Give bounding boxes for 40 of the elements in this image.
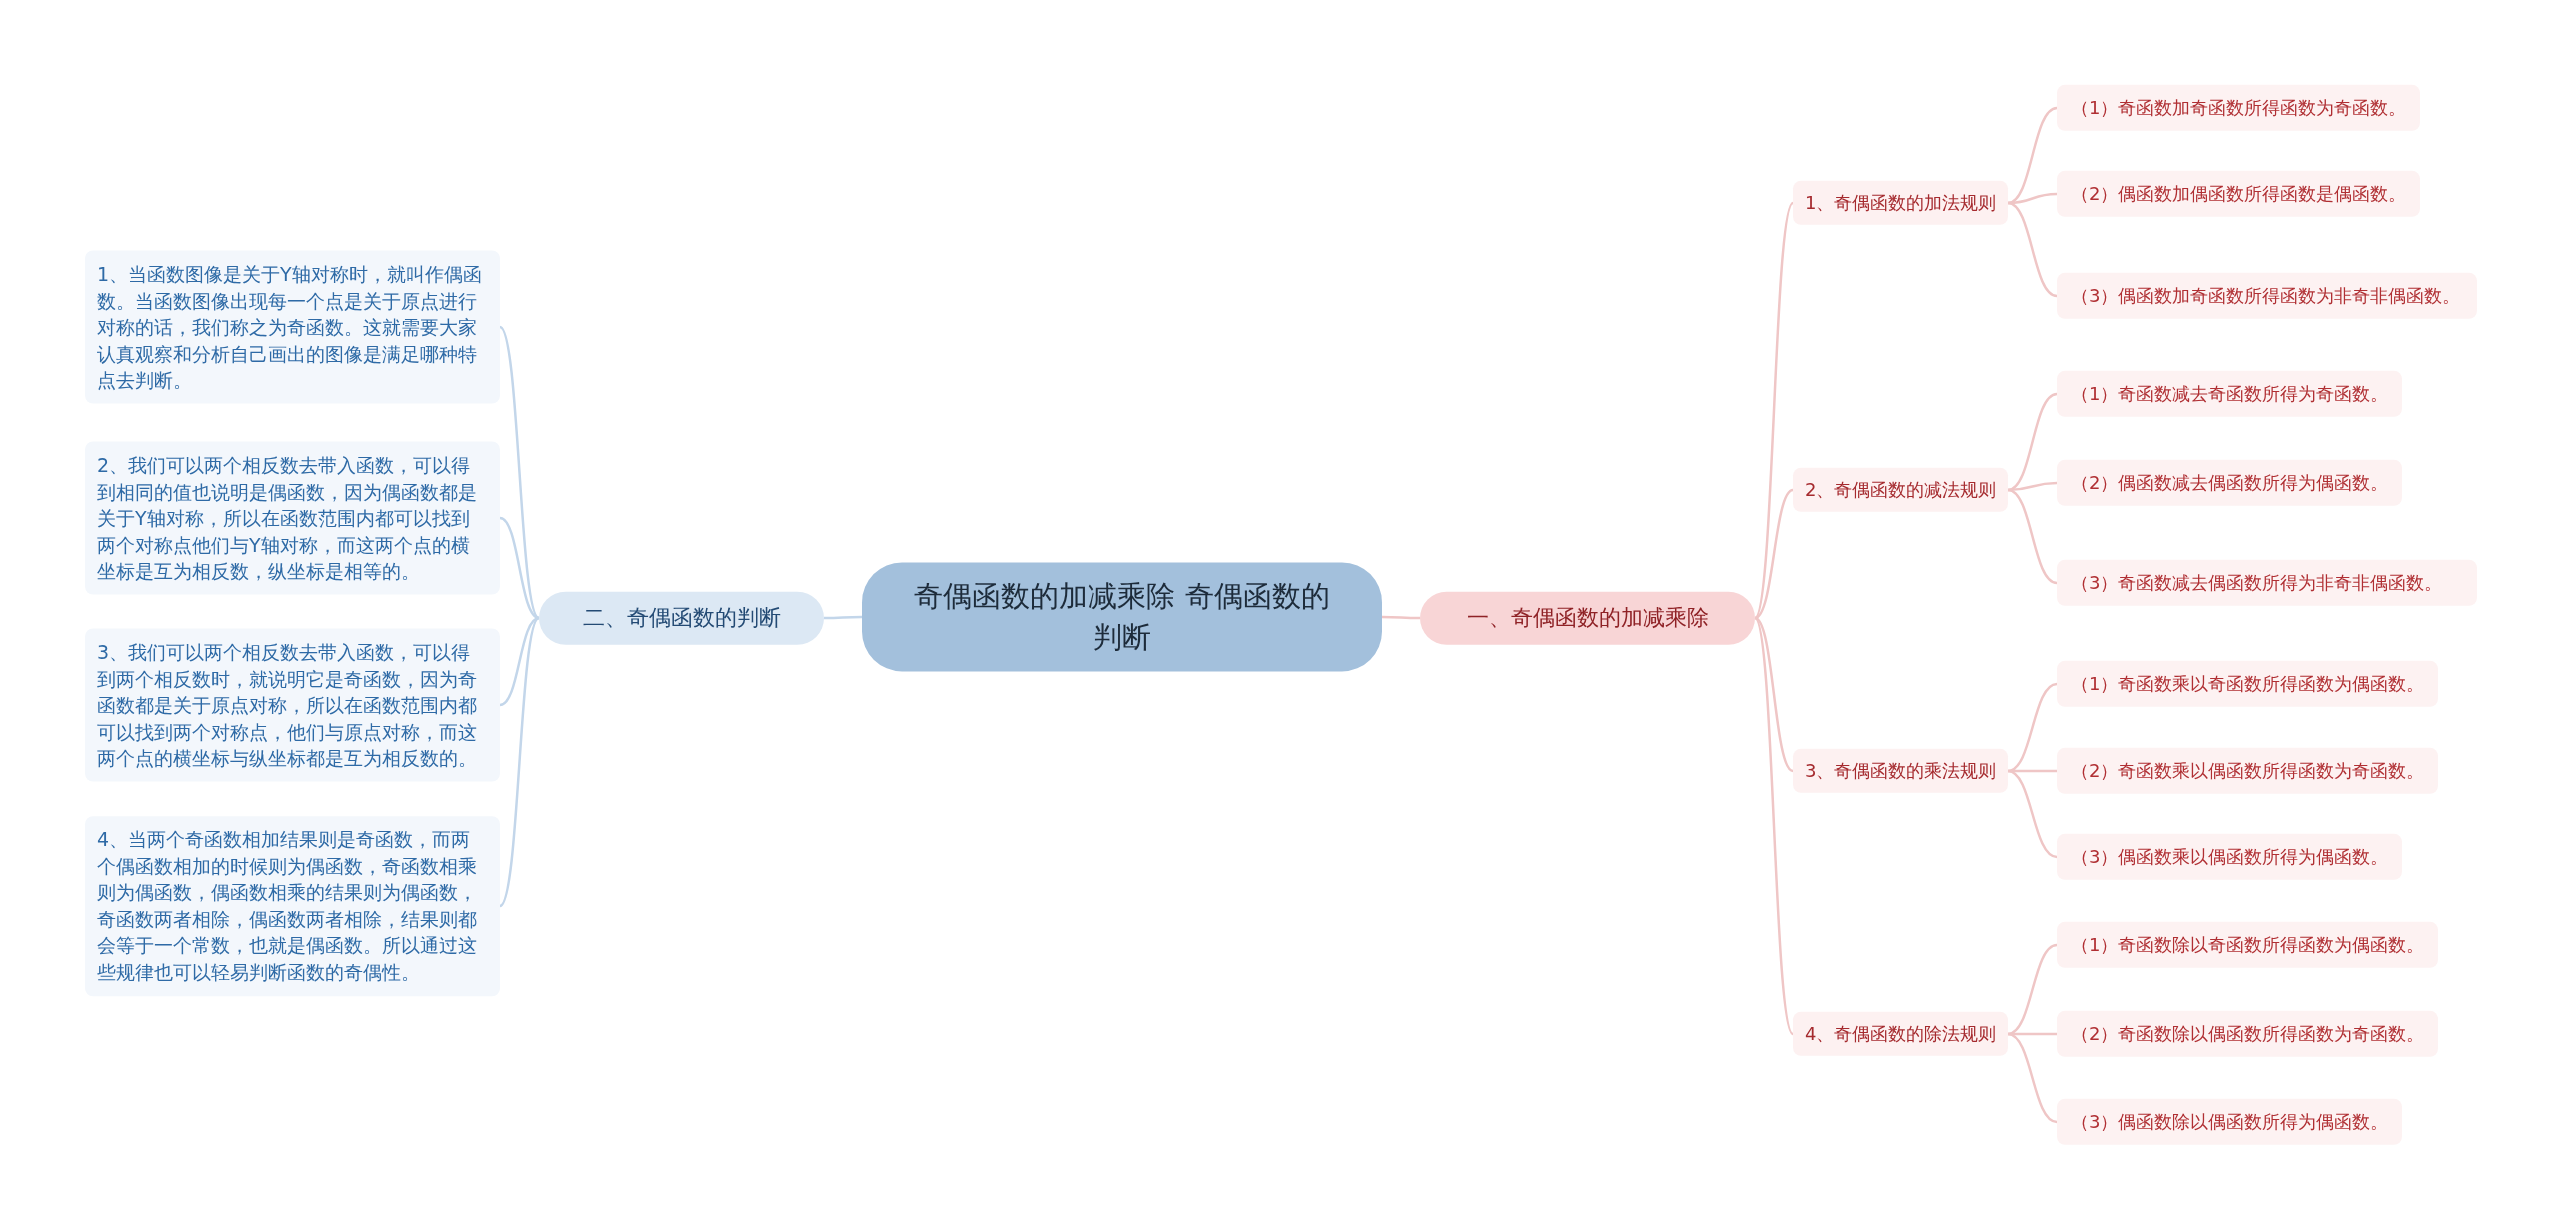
connector-line <box>824 615 862 620</box>
note-box: 2、我们可以两个相反数去带入函数，可以得到相同的值也说明是偶函数，因为偶函数都是关于Y轴对称，所以在函数范围内都可以找到两个对称点他们与Y轴对称，而这两个点的横坐标是互为相反数，纵坐标是相等的。 <box>85 441 500 595</box>
connector-line <box>2007 682 2058 773</box>
note-box: （2）奇函数除以偶函数所得函数为奇函数。 <box>2057 1010 2439 1058</box>
note-box: （2）偶函数加偶函数所得函数是偶函数。 <box>2057 170 2421 218</box>
note-box: （3）偶函数乘以偶函数所得为偶函数。 <box>2057 833 2403 881</box>
note-box: 4、当两个奇函数相加结果则是奇函数，而两个偶函数相加的时候则为偶函数，奇函数相乘则为偶函数，偶函数相乘的结果则为偶函数，奇函数两者相除，偶函数两者相除，结果则都会等于一个常数，也就是偶函数。所以通过这些规律也可以轻易判断函数的奇偶性。 <box>85 816 500 996</box>
connector-line <box>499 516 540 620</box>
note-box: 1、当函数图像是关于Y轴对称时，就叫作偶函数。当函数图像出现每一个点是关于原点进行对称的话，我们称之为奇函数。这就需要大家认真观察和分析自己画出的图像是满足哪种特点去判断。 <box>85 250 500 404</box>
connector-line <box>1754 488 1794 620</box>
note-box: （1）奇函数除以奇函数所得函数为偶函数。 <box>2057 921 2439 969</box>
branch-topic: 一、奇偶函数的加减乘除 <box>1420 591 1755 645</box>
connector-line <box>1753 617 1795 1035</box>
subtopic-box: 1、奇偶函数的加法规则 <box>1793 180 2009 226</box>
note-box: （3）偶函数除以偶函数所得为偶函数。 <box>2057 1098 2403 1146</box>
note-box: （3）偶函数加奇函数所得函数为非奇非偶函数。 <box>2057 272 2477 320</box>
connector-line <box>2007 392 2058 492</box>
note-box: （2）奇函数乘以偶函数所得函数为奇函数。 <box>2057 747 2439 795</box>
connector-line <box>499 617 540 907</box>
connector-line <box>2007 1032 2058 1124</box>
central-topic: 奇偶函数的加减乘除 奇偶函数的判断 <box>862 562 1382 672</box>
note-box: （1）奇函数乘以奇函数所得函数为偶函数。 <box>2057 660 2439 708</box>
subtopic-box: 4、奇偶函数的除法规则 <box>1793 1011 2009 1057</box>
connector-line <box>2007 943 2058 1036</box>
connector-line <box>499 326 540 619</box>
note-box: （1）奇函数减去奇函数所得为奇函数。 <box>2057 370 2403 418</box>
note-box: （1）奇函数加奇函数所得函数为奇函数。 <box>2057 84 2421 132</box>
branch-topic: 二、奇偶函数的判断 <box>539 591 824 645</box>
connector-line <box>1754 616 1794 773</box>
connector-line <box>2007 488 2058 585</box>
note-box: （3）奇函数减去偶函数所得为非奇非偶函数。 <box>2057 559 2477 607</box>
connector-line <box>1753 202 1795 619</box>
subtopic-box: 3、奇偶函数的乘法规则 <box>1793 748 2009 794</box>
note-box: （2）偶函数减去偶函数所得为偶函数。 <box>2057 459 2403 507</box>
connector-line <box>2007 106 2058 205</box>
subtopic-box: 2、奇偶函数的减法规则 <box>1793 467 2009 513</box>
connector-line <box>2007 201 2058 298</box>
connector-line <box>1382 615 1420 620</box>
connector-line <box>2007 769 2058 859</box>
note-box: 3、我们可以两个相反数去带入函数，可以得到两个相反数时，就说明它是奇函数，因为奇函数都是关于原点对称，所以在函数范围内都可以找到两个对称点，他们与原点对称，而这两个点的横坐标与纵坐标都是互为相反数的。 <box>85 628 500 782</box>
